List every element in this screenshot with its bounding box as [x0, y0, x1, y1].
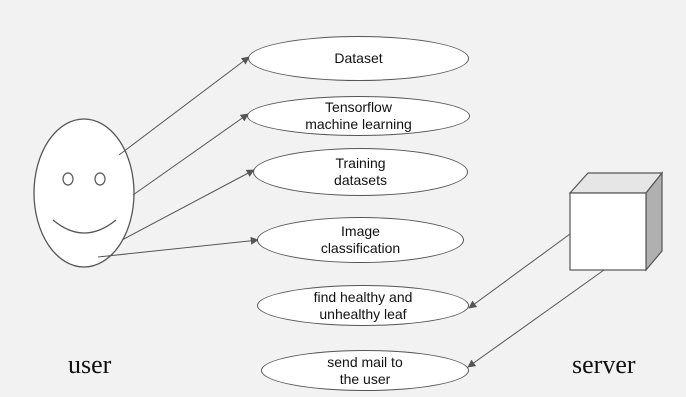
use-case-tensorflow: Tensorflow machine learning [247, 96, 470, 136]
arrow-user-to-tensorflow [132, 113, 249, 196]
use-case-image-classification: Image classification [257, 217, 464, 263]
use-case-find-leaf: find healthy and unhealthy leaf [257, 285, 469, 326]
mouth-icon [52, 219, 117, 234]
use-case-label: send mail to the user [327, 353, 403, 387]
arrow-user-to-image-classification [97, 236, 259, 258]
use-case-dataset: Dataset [248, 36, 469, 81]
use-case-label: Training datasets [334, 155, 387, 188]
smiley-face-icon [33, 118, 135, 268]
left-eye-icon [62, 172, 74, 186]
use-case-label: Image classification [320, 223, 401, 256]
arrow-user-to-dataset [118, 56, 250, 156]
arrow-server-to-find-leaf [468, 233, 571, 309]
server-actor-label: server [572, 350, 636, 379]
use-case-label: find healthy and unhealthy leaf [313, 288, 413, 322]
use-case-label: Tensorflow machine learning [305, 99, 412, 132]
right-eye-icon [94, 172, 106, 186]
use-case-training-datasets: Training datasets [253, 148, 468, 196]
cube-icon [568, 171, 664, 272]
use-case-send-mail: send mail to the user [261, 350, 469, 391]
arrow-user-to-training [121, 169, 255, 241]
use-case-label: Dataset [334, 50, 383, 66]
user-actor-label: user [68, 350, 112, 379]
arrow-server-to-send-mail [467, 269, 605, 368]
